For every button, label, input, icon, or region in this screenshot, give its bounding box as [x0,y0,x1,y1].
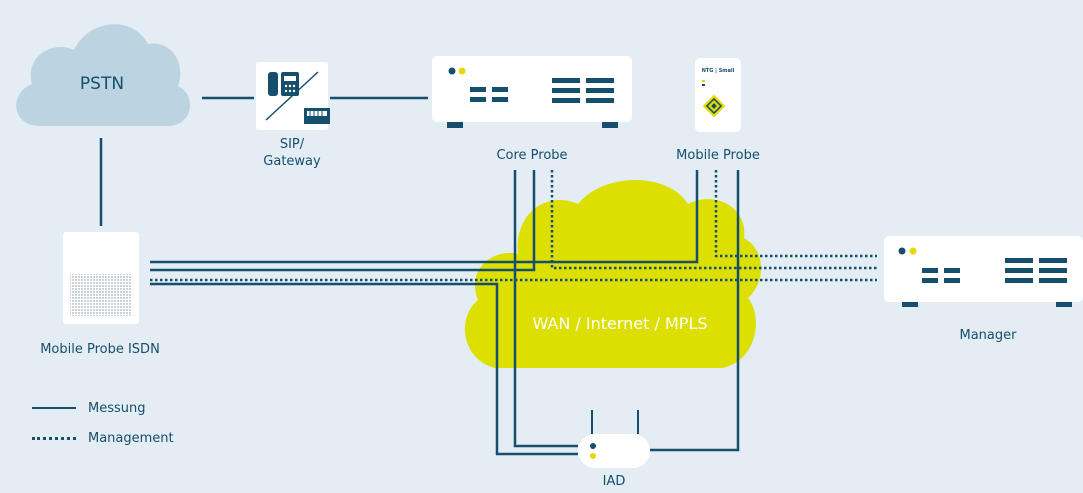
sip-gateway-label-line2: Gateway [263,154,321,169]
manager-device [884,236,1083,307]
pstn-label: PSTN [79,74,125,94]
mobile-probe-isdn-device [63,232,139,324]
legend-management-label: Management [88,430,174,446]
wan-cloud [464,180,762,368]
mobile-probe-label: Mobile Probe [676,148,760,163]
manager-label: Manager [959,328,1017,343]
mobile-probe-device [695,58,741,132]
iad-label: IAD [602,474,626,489]
sip-gateway-device [256,62,330,130]
management-links [150,170,877,282]
wan-label: WAN / Internet / MPLS [532,314,708,333]
legend-management: Management [32,429,174,447]
sip-gateway-label: SIP/ Gateway [250,136,334,170]
iad-device [578,410,650,468]
pstn-cloud [16,24,191,127]
mobile-probe-badge: NTG | Small [701,68,735,74]
legend-dotted-line [32,436,76,440]
legend-measurement: Messung [32,399,146,417]
measurement-links [99,96,740,456]
mobile-probe-isdn-label: Mobile Probe ISDN [40,342,160,357]
legend-solid-line [32,407,76,409]
sip-gateway-label-line1: SIP/ [279,137,305,152]
core-probe-device [432,56,632,128]
core-probe-label: Core Probe [496,148,568,163]
legend-measurement-label: Messung [88,400,146,416]
